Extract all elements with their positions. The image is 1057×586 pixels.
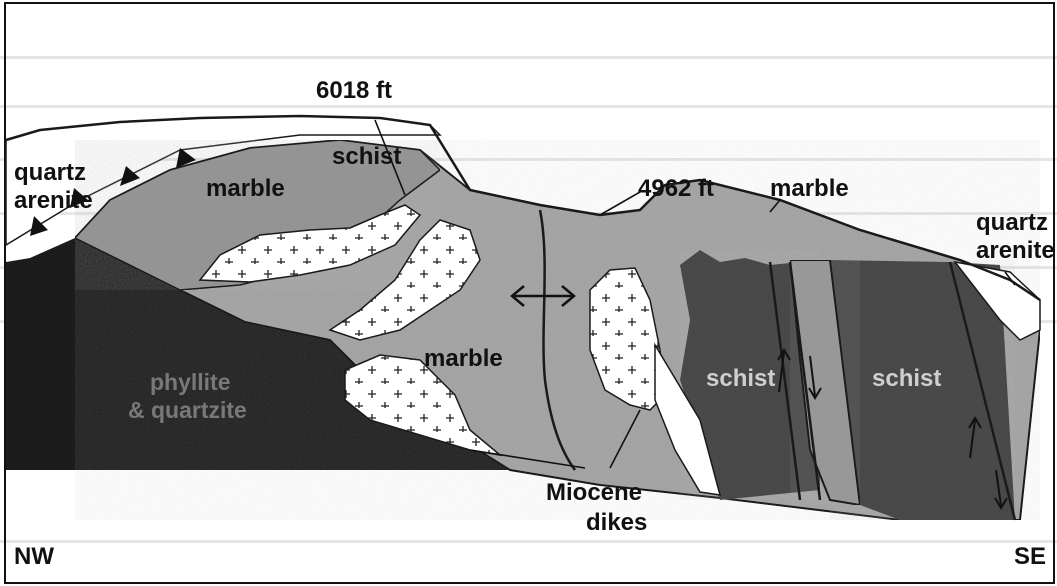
label-peak-4962: 4962 ft xyxy=(638,175,714,202)
label-marble-upper-right: marble xyxy=(770,175,849,202)
label-phyllite-1: phyllite xyxy=(150,369,231,395)
label-quartz-left-1: quartz xyxy=(14,159,86,186)
label-quartz-right-2: arenite xyxy=(976,237,1055,264)
label-phyllite-2: & quartzite xyxy=(128,397,247,423)
label-marble-upper-left: marble xyxy=(206,175,285,202)
label-peak-6018: 6018 ft xyxy=(316,77,392,104)
label-dikes-1: Miocene xyxy=(546,479,642,506)
label-schist-center: schist xyxy=(706,365,775,392)
label-marble-center: marble xyxy=(424,345,503,372)
label-quartz-right-1: quartz xyxy=(976,209,1048,236)
label-quartz-left-2: arenite xyxy=(14,187,93,214)
label-schist-top: schist xyxy=(332,143,401,170)
label-schist-right: schist xyxy=(872,365,941,392)
label-nw: NW xyxy=(14,543,54,570)
label-se: SE xyxy=(1014,543,1046,570)
label-dikes-2: dikes xyxy=(586,509,647,536)
